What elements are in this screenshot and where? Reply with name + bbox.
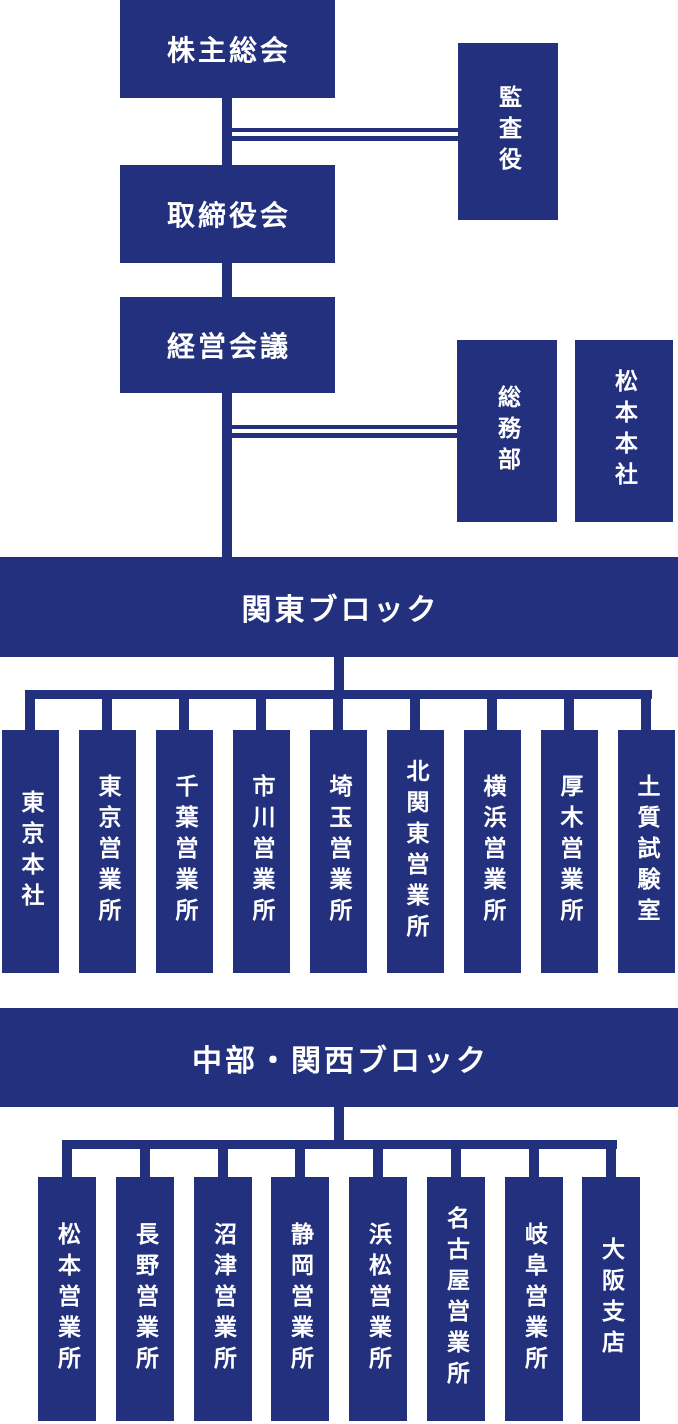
org-node-nagoya-office: 名古屋営業所: [427, 1177, 485, 1421]
org-node-yokohama-office: 横浜営業所: [464, 730, 521, 973]
org-node-numazu-office: 沼津営業所: [194, 1177, 252, 1421]
org-node-gifu-office: 岐阜営業所: [505, 1177, 563, 1421]
kanto-stub-1: [25, 698, 35, 731]
connector-auditor-branch: [232, 128, 458, 141]
chubu-stub-6: [451, 1148, 461, 1178]
kanto-stub-9: [641, 698, 651, 731]
kanto-stub-2: [102, 698, 112, 731]
org-node-auditor: 監査役: [458, 43, 558, 220]
chubu-stub-7: [529, 1148, 539, 1178]
chubu-stub-4: [295, 1148, 305, 1178]
connector-general-affairs-branch: [232, 425, 457, 438]
org-node-kitakanto-office: 北関東営業所: [387, 730, 444, 973]
org-node-matsumoto-office: 松本営業所: [38, 1177, 96, 1421]
connector-management-kanto: [222, 393, 232, 557]
org-node-atsugi-office: 厚木営業所: [541, 730, 598, 973]
org-node-management: 経営会議: [120, 297, 335, 393]
kanto-stub-5: [333, 698, 343, 731]
org-node-osaka-branch: 大阪支店: [582, 1177, 640, 1421]
org-node-shareholders: 株主総会: [120, 0, 335, 98]
chubu-bus-line: [62, 1140, 617, 1149]
kanto-stub-4: [256, 698, 266, 731]
connector-chubu-drop: [334, 1107, 344, 1141]
org-node-general-affairs: 総務部: [457, 340, 557, 522]
org-node-soil-test-lab: 土質試験室: [618, 730, 675, 973]
chubu-stub-5: [373, 1148, 383, 1178]
kanto-stub-8: [564, 698, 574, 731]
org-node-hamamatsu-office: 浜松営業所: [349, 1177, 407, 1421]
org-node-nagano-office: 長野営業所: [116, 1177, 174, 1421]
kanto-stub-3: [179, 698, 189, 731]
chubu-stub-1: [62, 1148, 72, 1178]
org-node-chiba-office: 千葉営業所: [156, 730, 213, 973]
org-node-ichikawa-office: 市川営業所: [233, 730, 290, 973]
org-node-tokyo-office: 東京営業所: [79, 730, 136, 973]
chubu-stub-2: [140, 1148, 150, 1178]
org-node-matsumoto-hq: 松本本社: [575, 340, 673, 522]
org-node-board: 取締役会: [120, 165, 335, 263]
connector-board-management: [222, 263, 232, 297]
connector-shareholders-board: [222, 98, 232, 165]
org-node-tokyo-hq: 東京本社: [2, 730, 59, 973]
chubu-stub-8: [606, 1148, 616, 1178]
kanto-stub-6: [410, 698, 420, 731]
kanto-bus-line: [25, 690, 652, 699]
org-node-saitama-office: 埼玉営業所: [310, 730, 367, 973]
org-node-shizuoka-office: 静岡営業所: [271, 1177, 329, 1421]
org-band-kanto: 関東ブロック: [0, 557, 678, 657]
chubu-stub-3: [218, 1148, 228, 1178]
org-band-chubu-kansai: 中部・関西ブロック: [0, 1008, 678, 1107]
kanto-stub-7: [487, 698, 497, 731]
connector-kanto-drop: [334, 657, 344, 691]
